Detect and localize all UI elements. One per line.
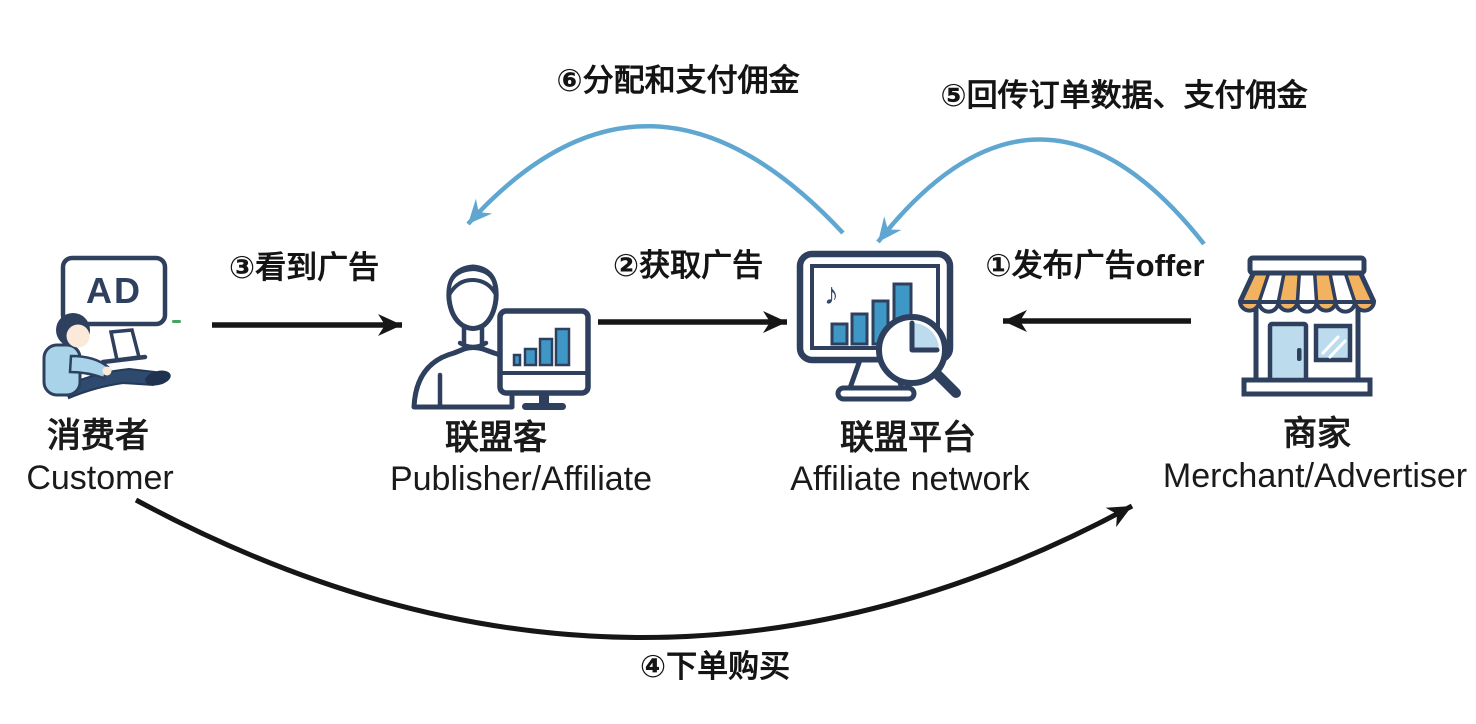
person-with-chart-monitor-icon [411,264,591,410]
magnifier-clock [876,314,961,398]
merchant-label-en: Merchant/Advertiser [1162,457,1468,495]
awning [1237,269,1377,314]
flow-arrow-6 [466,123,845,235]
flow-label-6: ⑥分配和支付佣金 [556,63,800,98]
entity-publisher [402,253,592,413]
analytics-monitor-magnifier-icon: ♪ [796,250,961,402]
publisher-label-zh: 联盟客 [445,419,547,457]
bar-chart-small [512,327,571,367]
music-note-glyph: ♪ [824,278,839,311]
network-label-en: Affiliate network [790,460,1030,498]
merchant-label-zh: 商家 [1283,415,1351,453]
flow-arrow-4 [134,497,1134,640]
entity-customer: AD [15,246,215,414]
stray-green-dash [172,320,181,323]
ad-sign [60,255,168,327]
flow-label-3: ③看到广告 [228,250,380,285]
person-with-laptop-icon: AD [42,255,171,400]
publisher-label-en: Publisher/Affiliate [389,460,653,498]
customer-label-zh: 消费者 [47,417,149,455]
sitting-person [42,313,171,400]
entity-merchant [1226,252,1390,404]
storefront-icon [1237,255,1377,397]
flow-label-4: ④下单购买 [639,649,791,684]
flow-label-1: ①发布广告offer [985,248,1205,283]
ad-sign-text: AD [86,270,142,311]
customer-label-en: Customer [26,459,174,497]
flow-arrow-5 [876,137,1206,246]
network-label-zh: 联盟平台 [840,419,976,457]
entity-network: ♪ [790,246,970,416]
flow-label-5: ⑤回传订单数据、支付佣金 [940,78,1308,113]
flow-label-2: ②获取广告 [612,248,764,283]
